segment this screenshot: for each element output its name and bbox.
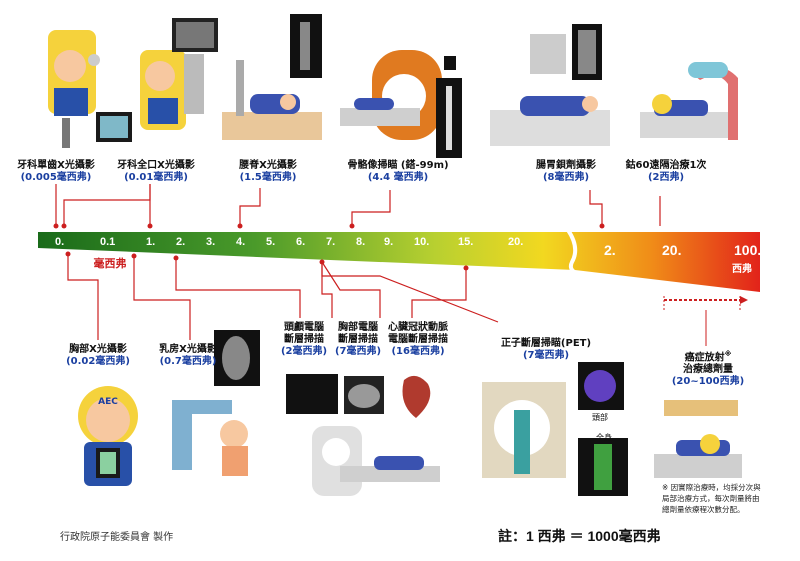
mascot-badge: AEC [98, 397, 118, 407]
tick-label: 6. [296, 236, 306, 248]
tick-label: 8. [356, 236, 366, 248]
mammography-illustration [172, 330, 260, 476]
tick-label-high: 2. [604, 242, 616, 258]
tick-label: 3. [206, 236, 216, 248]
pet-body-label: 全身 [596, 433, 612, 442]
tick-label: 0.1 [100, 236, 116, 248]
tick-label-high: 100. [734, 242, 762, 258]
label-cobalt: 鈷60遠隔治療1次(2西弗) [625, 160, 707, 183]
cobalt-therapy-illustration [640, 62, 738, 140]
cancer-therapy-illustration [654, 400, 742, 478]
tick-label: 4. [236, 236, 246, 248]
unit-formula: 註：1 西弗 ＝ 1000毫西弗 [498, 528, 661, 544]
tick-label: 7. [326, 236, 336, 248]
gi-barium-illustration [490, 24, 610, 146]
label-lumbar: 腰脊X光攝影(1.5毫西弗) [239, 160, 297, 183]
label-mammography: 乳房X光攝影(0.7毫西弗) [159, 344, 217, 367]
label-pet: 正子斷層掃瞄(PET)(7毫西弗) [500, 338, 592, 361]
ct-scanner-illustration [312, 426, 440, 496]
tick-label: 20. [508, 236, 524, 248]
label-chest-xray: 胸部X光攝影(0.02毫西弗) [66, 344, 130, 367]
mascot-illustration [78, 386, 138, 486]
therapy-note: ※ 因實際治療時，均採分次與局部治療方式，每次劑量將由總劑量依療程次數分配。 [662, 483, 761, 514]
label-gi-barium: 腸胃鋇劑攝影(8毫西弗) [536, 160, 596, 183]
unit-sievert-label: 西弗 [732, 264, 752, 275]
pet-scanner-illustration [482, 362, 628, 496]
tick-label: 0. [55, 236, 65, 248]
dose-scale-bar [38, 232, 760, 292]
label-cardiac-ct: 心臟冠狀動脈電腦斷層掃描(16毫西弗) [388, 322, 448, 357]
bottom-connector-dots [65, 251, 469, 271]
scale-break [566, 228, 579, 276]
tick-label: 1. [146, 236, 156, 248]
label-dental-full: 牙科全口X光攝影(0.01毫西弗) [117, 160, 195, 183]
tick-label-high: 20. [662, 242, 682, 258]
tick-label: 15. [458, 236, 474, 248]
tick-label: 5. [266, 236, 276, 248]
unit-label: 毫西弗 [93, 257, 127, 270]
treatment-range-arrow [663, 296, 748, 346]
lumbar-xray-illustration [222, 14, 322, 140]
bone-scan-illustration [340, 50, 462, 158]
label-cancer-therapy: 癌症放射※治療總劑量(20~100西弗) [671, 350, 745, 388]
bottom-connectors [67, 254, 499, 340]
pet-head-label: 頭部 [592, 413, 608, 422]
dental-single-illustration [48, 30, 132, 148]
top-connectors [55, 184, 661, 226]
footer-credit: 行政院原子能委員會 製作 [60, 532, 174, 543]
label-chest-ct: 胸部電腦斷層掃描(7毫西弗) [334, 322, 382, 357]
tick-label: 9. [384, 236, 394, 248]
dental-full-illustration [140, 18, 218, 130]
top-connector-dots [53, 223, 605, 229]
label-head-ct: 頭顱電腦斷層掃描(2毫西弗) [280, 322, 328, 357]
tick-label: 2. [176, 236, 186, 248]
label-bone-scan: 骨骼像掃瞄 (鎝-99m)(4.4 毫西弗) [347, 160, 449, 183]
label-dental-single: 牙科單齒X光攝影(0.005毫西弗) [17, 160, 95, 183]
ct-scan-images [286, 374, 431, 418]
tick-label: 10. [414, 236, 430, 248]
